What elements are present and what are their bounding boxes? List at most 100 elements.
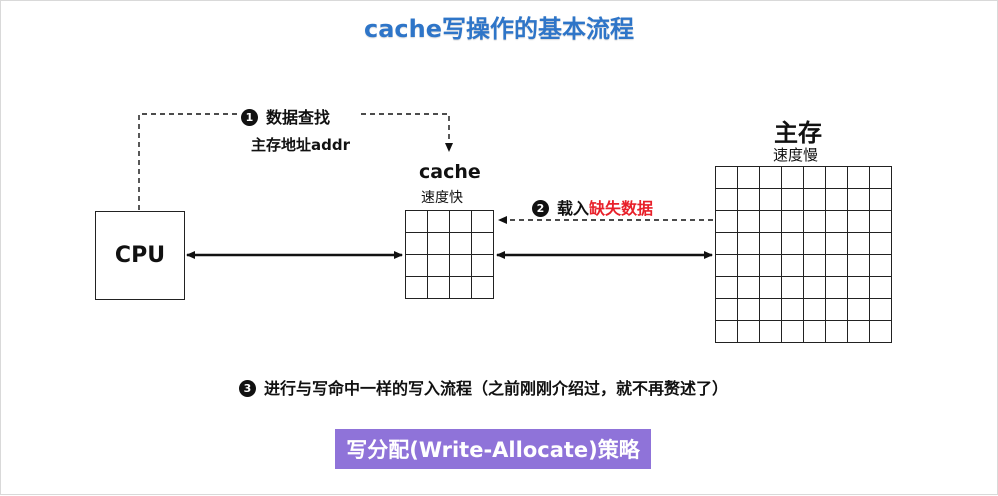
memory-cell bbox=[760, 189, 782, 211]
cache-cell bbox=[428, 211, 450, 233]
memory-cell bbox=[826, 321, 848, 343]
step3-text: 进行与写命中一样的写入流程（之前刚刚介绍过，就不再赘述了） bbox=[264, 379, 729, 398]
memory-cell bbox=[716, 321, 738, 343]
memory-cell bbox=[760, 321, 782, 343]
memory-cell bbox=[804, 277, 826, 299]
memory-cell bbox=[870, 255, 892, 277]
cache-cell bbox=[450, 233, 472, 255]
memory-cell bbox=[804, 321, 826, 343]
memory-cell bbox=[804, 233, 826, 255]
memory-cell bbox=[716, 299, 738, 321]
memory-cell bbox=[870, 299, 892, 321]
memory-cell bbox=[870, 189, 892, 211]
memory-cell bbox=[738, 211, 760, 233]
memory-grid bbox=[715, 166, 892, 343]
cache-cell bbox=[472, 233, 494, 255]
memory-cell bbox=[826, 211, 848, 233]
cache-cell bbox=[406, 233, 428, 255]
cache-speed: 速度快 bbox=[421, 190, 463, 206]
cache-grid bbox=[405, 210, 494, 299]
step1-sublabel: 主存地址addr bbox=[251, 136, 350, 154]
cpu-box: CPU bbox=[95, 211, 185, 300]
step1-text: 数据查找 bbox=[266, 108, 331, 127]
memory-cell bbox=[804, 255, 826, 277]
cache-cell bbox=[406, 211, 428, 233]
cache-cell bbox=[428, 277, 450, 299]
memory-cell bbox=[804, 299, 826, 321]
memory-cell bbox=[716, 255, 738, 277]
memory-cell bbox=[782, 321, 804, 343]
memory-cell bbox=[782, 233, 804, 255]
step2-label: 2 载入缺失数据 bbox=[532, 195, 653, 219]
memory-cell bbox=[738, 167, 760, 189]
memory-cell bbox=[782, 255, 804, 277]
memory-cell bbox=[738, 299, 760, 321]
memory-cell bbox=[738, 321, 760, 343]
memory-cell bbox=[870, 211, 892, 233]
step2-text: 载入 bbox=[557, 199, 590, 218]
memory-cell bbox=[826, 233, 848, 255]
memory-cell bbox=[826, 189, 848, 211]
lookup-dashed-arrow bbox=[138, 113, 449, 210]
memory-cell bbox=[826, 167, 848, 189]
cache-cell bbox=[472, 211, 494, 233]
memory-speed: 速度慢 bbox=[773, 146, 819, 164]
memory-cell bbox=[782, 277, 804, 299]
step2-highlight: 缺失数据 bbox=[589, 199, 654, 218]
memory-cell bbox=[870, 167, 892, 189]
memory-cell bbox=[782, 211, 804, 233]
memory-cell bbox=[782, 299, 804, 321]
memory-cell bbox=[804, 167, 826, 189]
cache-cell bbox=[406, 255, 428, 277]
memory-cell bbox=[804, 189, 826, 211]
memory-cell bbox=[848, 189, 870, 211]
policy-badge: 写分配(Write-Allocate)策略 bbox=[335, 429, 651, 469]
memory-cell bbox=[870, 277, 892, 299]
memory-cell bbox=[760, 211, 782, 233]
cache-cell bbox=[472, 255, 494, 277]
cache-label: cache bbox=[419, 161, 481, 183]
memory-cell bbox=[848, 211, 870, 233]
page-title: cache写操作的基本流程 bbox=[363, 15, 634, 43]
memory-cell bbox=[848, 233, 870, 255]
memory-cell bbox=[848, 277, 870, 299]
memory-cell bbox=[738, 189, 760, 211]
memory-cell bbox=[716, 189, 738, 211]
cache-cell bbox=[450, 277, 472, 299]
memory-cell bbox=[738, 255, 760, 277]
memory-cell bbox=[738, 233, 760, 255]
memory-cell bbox=[826, 255, 848, 277]
memory-cell bbox=[826, 277, 848, 299]
cache-cell bbox=[428, 233, 450, 255]
memory-label: 主存 bbox=[774, 119, 822, 147]
cpu-label: CPU bbox=[114, 243, 166, 268]
memory-cell bbox=[760, 255, 782, 277]
memory-cell bbox=[716, 167, 738, 189]
memory-cell bbox=[716, 211, 738, 233]
memory-cell bbox=[760, 167, 782, 189]
memory-cell bbox=[760, 233, 782, 255]
memory-cell bbox=[848, 299, 870, 321]
memory-cell bbox=[804, 211, 826, 233]
memory-cell bbox=[848, 321, 870, 343]
step3-label: 3 进行与写命中一样的写入流程（之前刚刚介绍过，就不再赘述了） bbox=[239, 375, 728, 399]
memory-cell bbox=[738, 277, 760, 299]
memory-cell bbox=[782, 189, 804, 211]
memory-cell bbox=[848, 255, 870, 277]
memory-cell bbox=[826, 299, 848, 321]
memory-cell bbox=[760, 277, 782, 299]
memory-cell bbox=[782, 167, 804, 189]
cache-cell bbox=[406, 277, 428, 299]
memory-cell bbox=[870, 233, 892, 255]
cache-cell bbox=[428, 255, 450, 277]
cache-cell bbox=[450, 255, 472, 277]
step2-number: 2 bbox=[532, 200, 549, 217]
memory-cell bbox=[848, 167, 870, 189]
cache-cell bbox=[472, 277, 494, 299]
memory-cell bbox=[870, 321, 892, 343]
step3-number: 3 bbox=[239, 380, 256, 397]
memory-cell bbox=[716, 233, 738, 255]
